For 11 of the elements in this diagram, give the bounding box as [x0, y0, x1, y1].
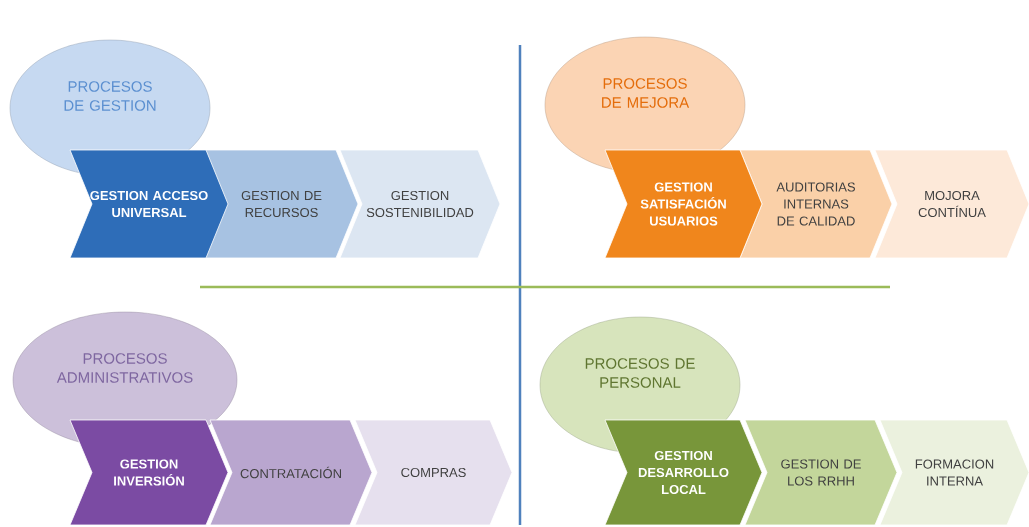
- process-step: COMPRAS: [354, 419, 513, 526]
- process-step: GESTION ACCESO UNIVERSAL: [69, 149, 229, 259]
- process-step: GESTION DESARROLLO LOCAL: [604, 419, 763, 526]
- process-step: GESTION DE LOS RRHH: [744, 419, 898, 526]
- process-step: AUDITORIAS INTERNAS DE CALIDAD: [739, 149, 893, 259]
- process-step: MOJORA CONTÍNUA: [874, 149, 1029, 259]
- process-step: CONTRATACIÓN: [209, 419, 373, 526]
- process-step: GESTION SATISFACIÓN USUARIOS: [604, 149, 763, 259]
- process-step: GESTION SOSTENIBILIDAD: [339, 149, 501, 259]
- process-step: FORMACION INTERNA: [879, 419, 1029, 526]
- process-step: GESTION INVERSIÓN: [69, 419, 229, 526]
